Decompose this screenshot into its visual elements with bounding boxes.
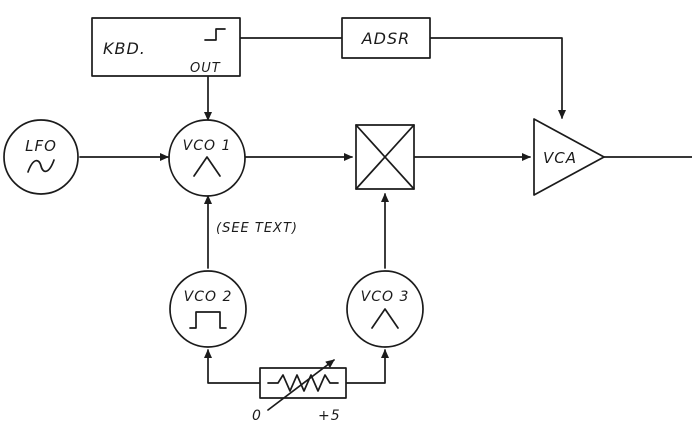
vco3-label: VCO 3 — [361, 289, 410, 305]
wire-adsr-to-vca — [429, 37, 566, 119]
kbd-out-label: OUT — [190, 61, 221, 76]
vco2-label: VCO 2 — [184, 289, 233, 305]
see-text-annotation: (SEE TEXT) — [216, 221, 298, 236]
lfo-block: LFO — [3, 119, 79, 195]
square-wave-icon — [189, 311, 227, 329]
kbd-label: KBD. — [103, 39, 146, 58]
vco3-block: VCO 3 — [346, 270, 424, 348]
lfo-label: LFO — [25, 137, 57, 155]
kbd-block: KBD. OUT — [91, 17, 241, 77]
multiplier-block — [355, 124, 415, 190]
vca-block: VCA — [533, 118, 605, 196]
sine-wave-icon — [27, 159, 55, 173]
resistor-zigzag — [267, 374, 339, 392]
vco2-block: VCO 2 — [169, 270, 247, 348]
vca-label: VCA — [543, 149, 577, 167]
adsr-block: ADSR — [341, 17, 431, 59]
triangle-wave-icon — [371, 308, 399, 329]
vco1-label: VCO 1 — [183, 138, 232, 154]
wire-pot-to-vco2 — [204, 349, 261, 384]
vco1-block: VCO 1 — [168, 119, 246, 197]
signal-wires — [79, 37, 692, 384]
variable-arrow-icon — [267, 359, 335, 411]
wire-pot-to-vco3 — [345, 349, 389, 384]
triangle-wave-icon — [193, 156, 221, 177]
potentiometer: 0 +5 — [252, 359, 347, 422]
adsr-label: ADSR — [361, 29, 411, 48]
gate-step-icon — [204, 28, 226, 41]
pot-max-label: +5 — [318, 408, 341, 422]
pot-min-label: 0 — [252, 408, 262, 422]
